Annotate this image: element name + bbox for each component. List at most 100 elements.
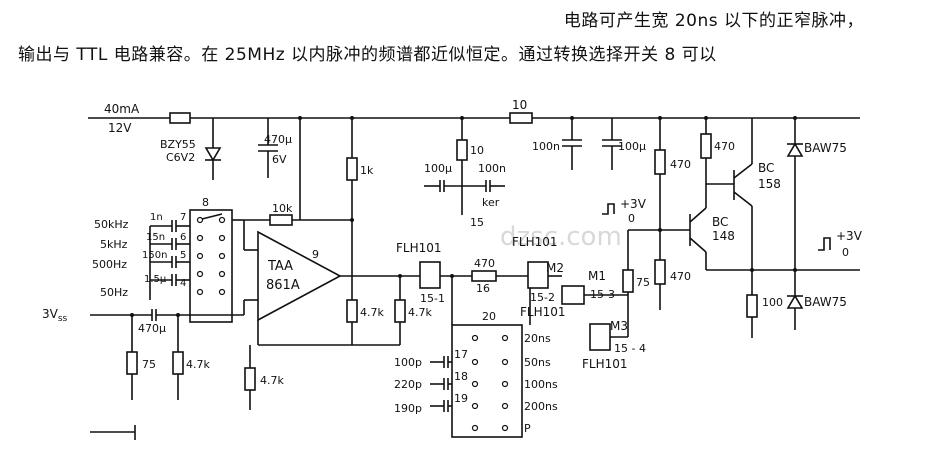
label-zero-b: 0 [842, 246, 849, 259]
diode-baw75-top [786, 118, 804, 270]
intro-text: 电路可产生宽 20ns 以下的正窄脉冲， 输出与 TTL 电路兼容。在 25MH… [0, 0, 928, 90]
label-c3: 150n [142, 250, 167, 261]
label-r470-b: 470 [670, 270, 691, 283]
resistor-1k [346, 157, 358, 181]
label-p4: 4 [180, 278, 186, 289]
label-f2: 5kHz [100, 238, 128, 251]
label-r10-top: 10 [512, 98, 527, 112]
label-c100n: 100n [478, 162, 506, 175]
rail-resistor-10 [509, 112, 533, 124]
label-g154: 15 - 4 [614, 342, 646, 355]
label-plus3v-a: +3V [620, 197, 647, 211]
capacitor-470u [258, 118, 278, 178]
label-r100: 100 [762, 296, 783, 309]
label-c190p: 190p [394, 402, 422, 415]
label-r470-a: 470 [670, 158, 691, 171]
label-r47k-a: 4.7k [360, 306, 384, 319]
resistor-470-c [700, 133, 712, 159]
resistor-470-a [654, 149, 666, 175]
label-c220p: 220p [394, 378, 422, 391]
label-n18: 18 [454, 370, 468, 383]
label-baw-top: BAW75 [804, 141, 847, 155]
label-p: P [524, 422, 531, 435]
resistor-4k7-b [394, 299, 406, 323]
label-p7: 7 [180, 212, 186, 223]
label-ns100: 100ns [524, 378, 558, 391]
label-861a: 861A [266, 278, 300, 293]
label-p6: 6 [180, 232, 186, 243]
label-g152: 15-2 [530, 291, 555, 304]
zener-diode [204, 118, 222, 180]
gate-m2 [527, 261, 549, 289]
selector-switch-20 [451, 324, 523, 438]
label-zener: BZY55 [160, 138, 196, 151]
label-zero-a: 0 [628, 212, 635, 225]
label-cap-470u: 470μ [264, 133, 292, 146]
label-ns20: 20ns [524, 332, 551, 345]
label-flh-d: FLH101 [582, 357, 628, 371]
gate-15-1 [419, 261, 441, 289]
label-flh-c: FLH101 [520, 305, 566, 319]
label-m2: M2 [546, 261, 564, 275]
label-n19: 19 [454, 392, 468, 405]
label-c2: 15n [146, 232, 165, 243]
label-c100n-b: 100n [532, 140, 560, 153]
label-m1: M1 [588, 269, 606, 283]
label-taa: TAA [267, 259, 293, 274]
label-flh-a: FLH101 [396, 241, 442, 255]
intro-line-1: 电路可产生宽 20ns 以下的正窄脉冲， [563, 11, 864, 31]
label-r75-out: 75 [636, 276, 650, 289]
label-c4: 1.5μ [144, 274, 167, 285]
label-switch8: 8 [202, 196, 209, 209]
label-ker: ker [482, 196, 500, 209]
label-plus3v-b: +3V [836, 229, 863, 243]
label-f1: 50kHz [94, 218, 129, 231]
selector-switch-8 [189, 209, 233, 323]
resistor-4k7-fb [244, 367, 256, 391]
resistor-75-out [622, 269, 634, 293]
label-c1: 1n [150, 212, 163, 223]
label-r47k-fb: 4.7k [260, 374, 284, 387]
label-r47k-b: 4.7k [408, 306, 432, 319]
switch8-contacts [196, 213, 245, 296]
diode-baw75-bot [786, 270, 804, 330]
label-pin9: 9 [312, 248, 319, 261]
label-g151: 15-1 [420, 292, 445, 305]
watermark: dzsc.com [500, 222, 622, 252]
label-r470-mid: 470 [474, 257, 495, 270]
label-bc158a: BC [758, 161, 774, 175]
label-p5: 5 [180, 250, 186, 261]
label-r10-mid: 10 [470, 144, 484, 157]
label-cap-470u-in: 470μ [138, 322, 166, 335]
resistor-470-mid [471, 270, 497, 282]
pulse-symbol-b [818, 237, 831, 251]
supply-voltage: 12V [108, 121, 132, 135]
label-ns200: 200ns [524, 400, 558, 413]
label-c100p: 100p [394, 356, 422, 369]
pulse-symbol-a [602, 203, 615, 215]
resistor-75-in [126, 351, 138, 375]
label-baw-bot: BAW75 [804, 295, 847, 309]
label-n15: 15 [470, 216, 484, 229]
label-c100u-b: 100μ [618, 140, 646, 153]
label-r10k: 10k [272, 202, 293, 215]
label-r470-c: 470 [714, 140, 735, 153]
label-n16: 16 [476, 282, 490, 295]
resistor-10k [269, 214, 293, 226]
label-f4: 50Hz [100, 286, 128, 299]
label-m3: M3 [610, 319, 628, 333]
label-cap-6v: 6V [272, 153, 287, 166]
label-c100u: 100μ [424, 162, 452, 175]
label-n17: 17 [454, 348, 468, 361]
label-bc158b: 158 [758, 177, 781, 191]
supply-fuse [169, 112, 191, 124]
resistor-470-b [654, 259, 666, 285]
label-f3: 500Hz [92, 258, 127, 271]
supply-rail [88, 112, 860, 124]
intro-line-2: 输出与 TTL 电路兼容。在 25MHz 以内脉冲的频谱都近似恒定。通过转换选择… [18, 45, 717, 65]
resistor-10-mid [456, 139, 468, 161]
label-r75-in: 75 [142, 358, 156, 371]
label-vss: 3Vss [42, 307, 68, 324]
label-flh-b: FLH101 [512, 235, 558, 249]
op-amp-taa861a [257, 230, 342, 322]
